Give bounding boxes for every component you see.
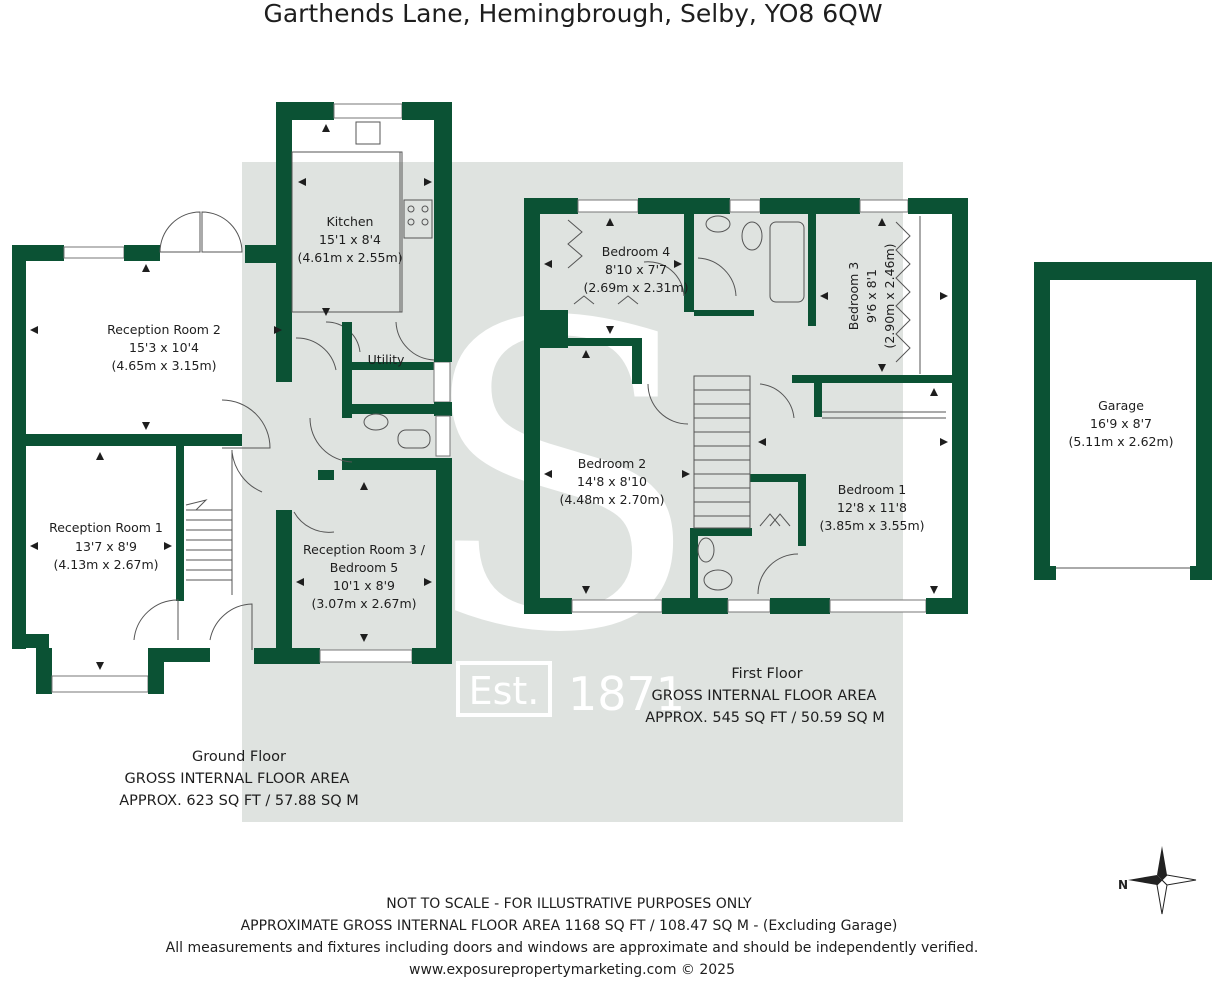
page-title: Garthends Lane, Hemingbrough, Selby, YO8… xyxy=(263,0,882,28)
room-dims: 13'7 x 8'9 xyxy=(75,539,137,554)
room-metric: (3.07m x 2.67m) xyxy=(311,596,416,611)
room-dims: 9'6 x 8'1 xyxy=(864,269,879,323)
room-name: Reception Room 1 xyxy=(49,520,163,535)
first-floor-area: First Floor GROSS INTERNAL FLOOR AREA AP… xyxy=(645,666,885,726)
room-reception-1: Reception Room 1 13'7 x 8'9 (4.13m x 2.6… xyxy=(49,520,163,572)
room-name: Bedroom 3 xyxy=(846,262,861,330)
room-dims: 12'8 x 11'8 xyxy=(837,500,907,515)
footer-line-1: NOT TO SCALE - FOR ILLUSTRATIVE PURPOSES… xyxy=(386,896,752,912)
room-name: Bedroom 2 xyxy=(578,456,646,471)
room-name: Bedroom 1 xyxy=(838,482,906,497)
hob-icon xyxy=(403,199,433,239)
watermark-est: Est. xyxy=(469,669,540,713)
toilet-icon xyxy=(703,569,733,591)
watermark: S Est. 1871 xyxy=(242,162,903,822)
footer-line-4: www.exposurepropertymarketing.com © 2025 xyxy=(409,962,735,978)
basin-icon xyxy=(697,537,715,563)
floor-area-label: GROSS INTERNAL FLOOR AREA xyxy=(125,771,350,787)
room-dims: 15'3 x 10'4 xyxy=(129,340,199,355)
room-name: Bedroom 4 xyxy=(602,244,671,259)
room-bedroom-3: Bedroom 3 9'6 x 8'1 (2.90m x 2.46m) xyxy=(846,243,897,348)
room-name: Kitchen xyxy=(327,214,374,229)
room-kitchen: Kitchen 15'1 x 8'4 (4.61m x 2.55m) xyxy=(297,214,402,265)
first-dimension-arrows xyxy=(544,218,948,594)
room-metric: (4.65m x 3.15m) xyxy=(111,358,216,373)
floor-area-approx: APPROX. 623 SQ FT / 57.88 SQ M xyxy=(119,793,359,809)
floor-name: First Floor xyxy=(731,666,802,682)
footer-line-3: All measurements and fixtures including … xyxy=(166,940,979,956)
ground-stairs xyxy=(185,450,233,595)
room-metric: (4.48m x 2.70m) xyxy=(559,492,664,507)
room-dims: 8'10 x 7'7 xyxy=(605,262,667,277)
floor-area-approx: APPROX. 545 SQ FT / 50.59 SQ M xyxy=(645,710,885,726)
sink-icon xyxy=(355,121,381,145)
room-name-1: Reception Room 3 / xyxy=(303,542,426,557)
toilet-icon xyxy=(397,429,431,449)
ground-floor-area: Ground Floor GROSS INTERNAL FLOOR AREA A… xyxy=(119,749,359,809)
first-stairs xyxy=(693,375,751,529)
watermark-year: 1871 xyxy=(568,667,685,721)
bath-icon xyxy=(769,221,805,303)
compass-letter: N xyxy=(1118,878,1128,892)
watermark-letter: S xyxy=(416,236,704,725)
ground-floor: Kitchen 15'1 x 8'4 (4.61m x 2.55m) Recep… xyxy=(12,102,452,694)
room-metric: (3.85m x 3.55m) xyxy=(819,518,924,533)
room-metric: (4.61m x 2.55m) xyxy=(297,250,402,265)
room-dims: 16'9 x 8'7 xyxy=(1090,416,1152,431)
footer-line-2: APPROXIMATE GROSS INTERNAL FLOOR AREA 11… xyxy=(241,918,898,934)
room-metric: (4.13m x 2.67m) xyxy=(53,557,158,572)
room-metric: (2.90m x 2.46m) xyxy=(882,243,897,348)
footer: NOT TO SCALE - FOR ILLUSTRATIVE PURPOSES… xyxy=(166,896,979,978)
room-utility: Utility xyxy=(368,352,405,367)
garage: Garage 16'9 x 8'7 (5.11m x 2.62m) xyxy=(1034,262,1212,580)
floor-name: Ground Floor xyxy=(192,749,286,765)
ground-dimension-arrows xyxy=(30,124,432,670)
room-metric: (5.11m x 2.62m) xyxy=(1068,434,1173,449)
room-bedroom-2: Bedroom 2 14'8 x 8'10 (4.48m x 2.70m) xyxy=(559,456,664,507)
first-floor: Bedroom 4 8'10 x 7'7 (2.69m x 2.31m) Bed… xyxy=(524,198,968,614)
room-dims: 10'1 x 8'9 xyxy=(333,578,395,593)
room-name: Reception Room 2 xyxy=(107,322,221,337)
room-dims: 14'8 x 8'10 xyxy=(577,474,647,489)
toilet-icon xyxy=(741,221,763,251)
basin-icon xyxy=(363,413,389,431)
room-name: Garage xyxy=(1098,398,1144,413)
watermark-est-box xyxy=(456,661,552,717)
room-reception-3: Reception Room 3 / Bedroom 5 10'1 x 8'9 … xyxy=(303,542,426,611)
room-reception-2: Reception Room 2 15'3 x 10'4 (4.65m x 3.… xyxy=(107,322,221,373)
room-dims: 15'1 x 8'4 xyxy=(319,232,381,247)
room-bedroom-4: Bedroom 4 8'10 x 7'7 (2.69m x 2.31m) xyxy=(583,244,688,295)
room-metric: (2.69m x 2.31m) xyxy=(583,280,688,295)
room-bedroom-1: Bedroom 1 12'8 x 11'8 (3.85m x 3.55m) xyxy=(819,482,924,533)
floor-area-label: GROSS INTERNAL FLOOR AREA xyxy=(652,688,877,704)
compass-icon: N xyxy=(1118,846,1197,915)
basin-icon xyxy=(705,215,731,233)
room-name-2: Bedroom 5 xyxy=(330,560,398,575)
